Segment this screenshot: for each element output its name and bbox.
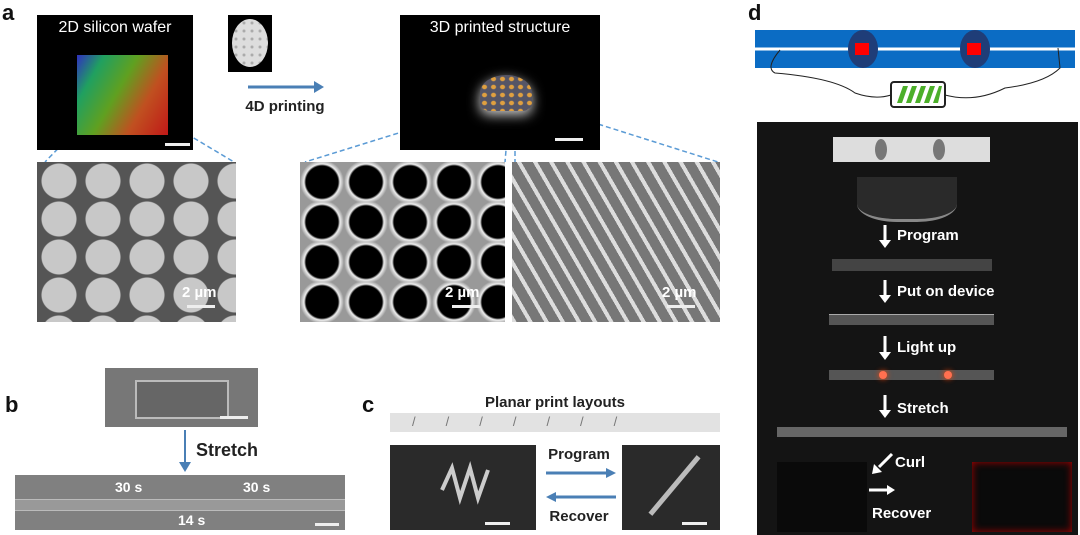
scale-bar <box>187 305 215 308</box>
panel-a-label: a <box>2 0 15 25</box>
panel-b-label: b <box>5 392 19 417</box>
step-label: Recover <box>872 505 932 522</box>
specimen <box>135 380 229 419</box>
stretched-sample <box>777 427 1067 437</box>
process-arrow <box>248 81 324 93</box>
scale-bar <box>485 522 510 525</box>
silicon-wafer-image: 2D silicon wafer <box>37 15 193 150</box>
sem-wavy-image: 2 µm <box>512 162 720 322</box>
oval-mark <box>875 139 887 160</box>
helix-shape <box>440 461 490 505</box>
lit-sample <box>829 370 994 380</box>
device-sample <box>829 314 994 325</box>
scale-bar <box>165 143 190 146</box>
layouts-title: Planar print layouts <box>484 394 626 411</box>
curved-sample <box>857 177 957 222</box>
time-label: 30 s <box>243 479 271 495</box>
step-label: Program <box>897 227 959 244</box>
led-icon <box>944 371 952 379</box>
layout-bar <box>833 137 990 162</box>
wafer-title: 2D silicon wafer <box>58 19 172 36</box>
dome-structure <box>480 75 532 111</box>
program-recover-arrows <box>546 468 616 502</box>
scale-bar <box>220 416 248 419</box>
process-label: 4D printing <box>245 98 325 115</box>
scale-bar <box>452 305 480 308</box>
layout-marks: /////// <box>412 414 648 429</box>
step-label: Curl <box>895 454 925 471</box>
specimen <box>15 499 345 511</box>
time-label: 30 s <box>115 479 143 495</box>
programmed-sample <box>832 259 992 271</box>
curled-sample <box>777 462 867 532</box>
straight-shape <box>648 455 701 516</box>
printed-structure-image: 3D printed structure <box>400 15 600 150</box>
scale-bar <box>682 522 707 525</box>
planar-layout-bar: /////// <box>390 413 720 432</box>
scale-label: 2 µm <box>445 284 480 301</box>
step-arrows <box>869 225 895 495</box>
demo-photo-panel: Program Put on device Light up Stretch C… <box>757 122 1078 535</box>
recover-label: Recover <box>549 508 609 525</box>
sem-flat-image: 2 µm <box>37 162 236 322</box>
scale-bar <box>315 523 339 526</box>
step-label: Light up <box>897 339 957 356</box>
oval-mark <box>933 139 945 160</box>
unstretched-image <box>105 368 258 427</box>
curled-lit-sample <box>972 462 1072 532</box>
mask-thumbnail <box>228 15 272 72</box>
scale-label: 2 µm <box>662 284 697 301</box>
wafer-gradient <box>77 55 168 135</box>
stretched-image: 30 s 30 s 14 s <box>15 475 345 530</box>
step-label: Put on device <box>897 283 995 300</box>
panel-c-label: c <box>362 392 375 417</box>
stretch-label: Stretch <box>196 440 259 460</box>
panel-d-label: d <box>748 0 762 25</box>
program-label: Program <box>548 446 610 463</box>
helix-image <box>390 445 536 530</box>
led-icon <box>879 371 887 379</box>
mask-disc <box>232 19 268 67</box>
step-label: Stretch <box>897 400 949 417</box>
scale-bar <box>555 138 583 141</box>
structure-title: 3D printed structure <box>429 19 571 36</box>
straight-image <box>622 445 720 530</box>
device-schematic <box>755 30 1075 108</box>
scale-bar <box>667 305 695 308</box>
scale-label: 2 µm <box>182 284 217 301</box>
time-label: 14 s <box>178 512 206 528</box>
stretch-arrow <box>179 430 191 472</box>
sem-holes-image: 2 µm <box>300 162 505 322</box>
